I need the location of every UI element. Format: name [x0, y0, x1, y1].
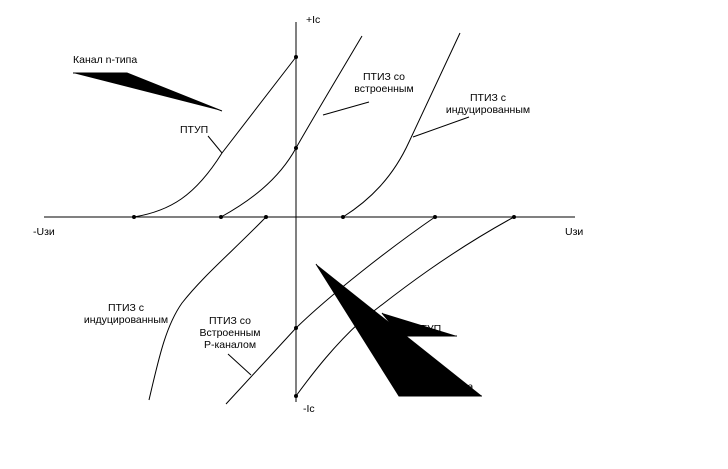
leader-enhancement-n: [412, 116, 470, 138]
point-jfet-p-cutoff: [512, 215, 516, 219]
label-enhancement-n-line-1: ПТИЗ с: [469, 92, 507, 104]
leader-jfet-p: [381, 312, 457, 337]
label-enhancement-p-line-2: индуцированным: [83, 314, 169, 326]
axis-label-y-negative: -Ic: [303, 403, 315, 415]
point-jfet-p-saturation: [294, 394, 298, 398]
axis-label-y-positive: +Ic: [306, 14, 321, 26]
axis-label-x-negative: -Uзи: [33, 226, 55, 238]
curve-jfet-n: [133, 56, 297, 218]
leader-jfet-n: [207, 135, 223, 154]
curve-enhancement-mosfet-p: [148, 216, 267, 401]
leader-n-channel: [73, 72, 223, 112]
point-jfet-n-saturation: [294, 55, 298, 59]
label-depletion-n-line-1: ПТИЗ со: [363, 71, 405, 83]
point-depletion-n-cutoff: [219, 215, 223, 219]
label-enhancement-p-line-1: ПТИЗ с: [107, 302, 145, 314]
point-enhancement-n-threshold: [341, 215, 345, 219]
label-enhancement-p: ПТИЗ с индуцированным: [76, 302, 176, 326]
axis-label-x-positive: Uзи: [565, 226, 584, 238]
point-depletion-p-cutoff: [433, 215, 437, 219]
label-depletion-n-line-2: встроенным: [354, 83, 414, 95]
label-enhancement-n-line-2: индуцированным: [445, 104, 531, 116]
label-depletion-n: ПТИЗ со встроенным: [346, 71, 422, 95]
point-depletion-n-initial: [294, 146, 298, 150]
point-jfet-n-cutoff: [132, 215, 136, 219]
label-p-channel: Канал p-типа: [409, 381, 474, 393]
label-n-channel: Канал n-типа: [73, 54, 138, 66]
label-depletion-p-line-2: Встроенным: [199, 327, 261, 339]
curve-enhancement-mosfet-n: [342, 32, 461, 218]
curve-depletion-mosfet-p: [225, 216, 436, 405]
label-jfet-p: ПТУП: [413, 323, 442, 335]
label-depletion-p-line-3: Р-каналом: [203, 339, 257, 351]
label-enhancement-n: ПТИЗ с индуцированным: [438, 92, 538, 116]
label-depletion-p: ПТИЗ со Встроенным Р-каналом: [192, 315, 268, 351]
label-jfet-n: ПТУП: [180, 124, 209, 136]
leader-depletion-n: [322, 101, 370, 116]
label-depletion-p-line-1: ПТИЗ со: [209, 315, 251, 327]
point-depletion-p-initial: [294, 326, 298, 330]
point-enhancement-p-threshold: [264, 215, 268, 219]
leader-depletion-p: [227, 353, 252, 376]
